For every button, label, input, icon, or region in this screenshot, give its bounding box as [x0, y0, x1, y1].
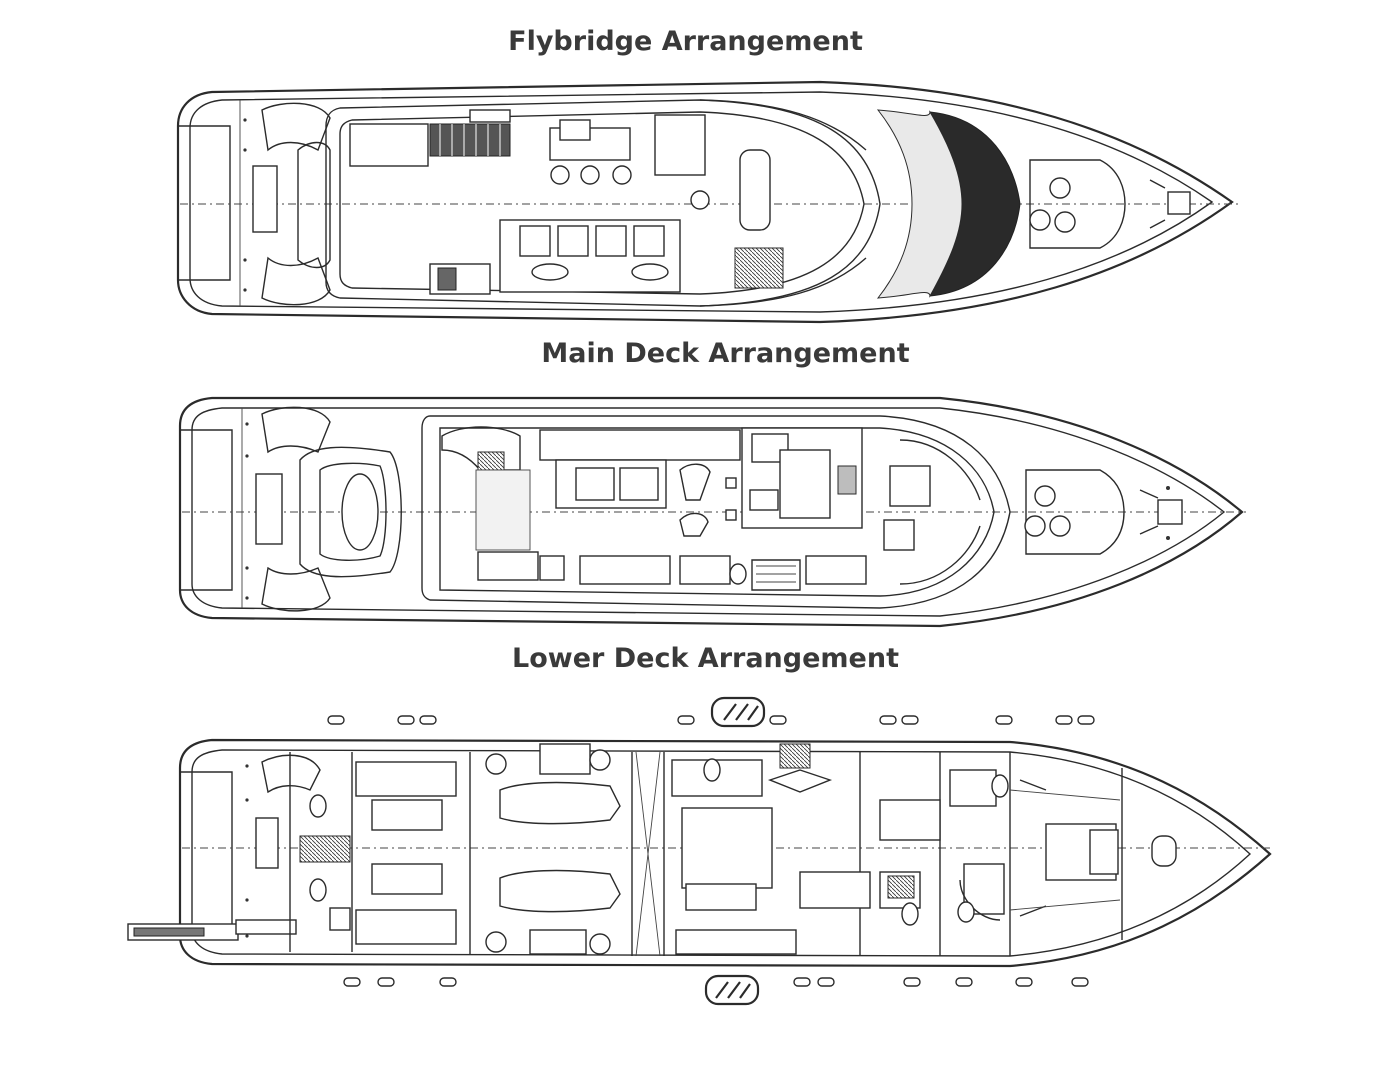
- flybridge-plan: [176, 80, 1240, 324]
- lower-deck-hull-outline: [178, 738, 1272, 968]
- flybridge-aft-stair-stbd: [261, 256, 331, 306]
- flybridge-foredeck-seat: [1029, 159, 1126, 249]
- main-deck-title: Main Deck Arrangement: [541, 338, 910, 369]
- flybridge-stool: [612, 165, 632, 185]
- lower-deck-engine-room: [485, 743, 621, 955]
- lower-deck-title: Lower Deck Arrangement: [512, 643, 899, 674]
- flybridge-transom: [178, 125, 231, 281]
- flybridge-stool: [580, 165, 600, 185]
- lower-deck-portholes-top: [327, 715, 1095, 725]
- main-deck-sofa: [539, 429, 741, 461]
- main-deck-foredeck-seat: [1025, 469, 1125, 555]
- flybridge-deckhouse: [325, 99, 881, 307]
- lower-deck-portholes-bottom: [343, 977, 1089, 987]
- main-deck-salon: [421, 415, 1011, 609]
- lower-deck-hull-window: [710, 696, 766, 728]
- main-deck-hull-outline: [178, 396, 1244, 628]
- flybridge-stool: [550, 165, 570, 185]
- lower-deck-hull-window: [704, 974, 760, 1006]
- flybridge-grate: [429, 123, 511, 157]
- main-deck-cockpit-seat: [299, 446, 402, 578]
- main-deck-plan: [178, 396, 1246, 628]
- flybridge-aft-stair-port: [261, 102, 331, 152]
- flybridge-title: Flybridge Arrangement: [508, 26, 863, 57]
